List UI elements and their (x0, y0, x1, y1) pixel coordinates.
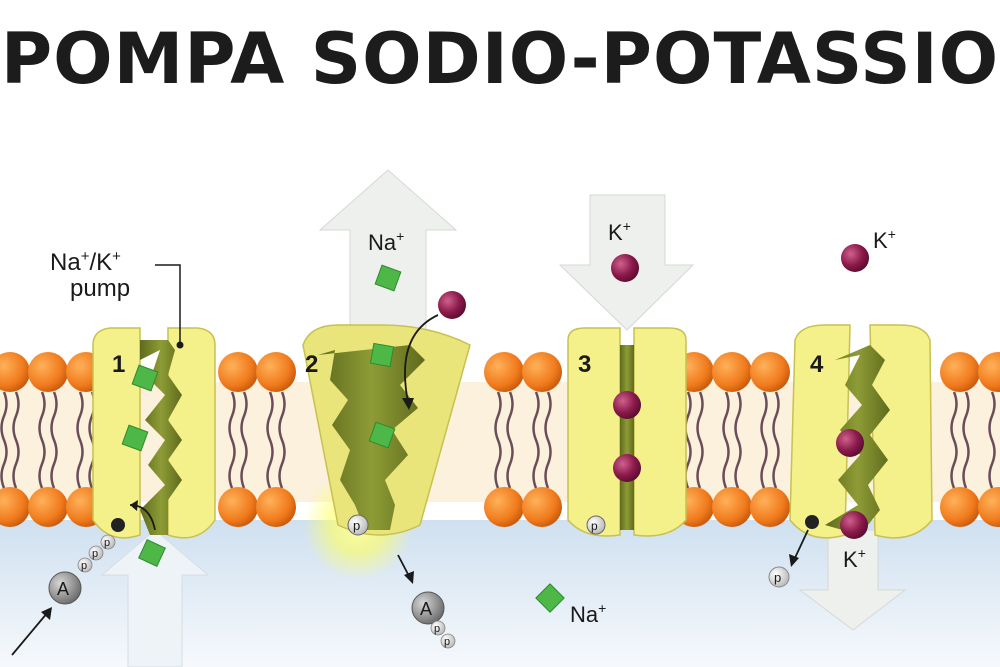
step-number-1: 1 (112, 351, 125, 378)
lipid-head (712, 352, 752, 392)
phosphate-bound: p (586, 515, 606, 535)
lipid-tail (38, 391, 46, 489)
lipid-heads (0, 352, 1000, 527)
lipid-head (940, 487, 980, 527)
arrowhead (41, 607, 52, 620)
lipid-head (0, 487, 30, 527)
lipid-head (0, 352, 30, 392)
svg-text:p: p (774, 570, 781, 585)
pump-label-line1: Na+/K+ (50, 248, 121, 276)
potassium-label-cyto: K+ (843, 545, 866, 572)
lipid-head (750, 352, 790, 392)
lipid-tail (506, 391, 514, 489)
lipid-tail (532, 391, 540, 489)
lipid-tail (722, 391, 730, 489)
lipid-tail (228, 391, 236, 489)
lipid-tails (0, 391, 996, 489)
lipid-head (750, 487, 790, 527)
arrowhead (404, 571, 414, 584)
lipid-tail (988, 391, 996, 489)
sodium-out-arrow (318, 169, 458, 331)
lipid-tail (0, 391, 8, 489)
lipid-head (256, 487, 296, 527)
lipid-head (522, 352, 562, 392)
phosphate-bound: p (347, 514, 369, 536)
page-title: POMPA SODIO-POTASSIO (0, 18, 1000, 100)
lipid-tail (772, 391, 780, 489)
potassium-ion (840, 511, 868, 539)
svg-text:p: p (591, 519, 598, 533)
potassium-ion (438, 291, 466, 319)
lipid-head (218, 487, 258, 527)
lipid-tail (760, 391, 768, 489)
svg-text:p: p (444, 636, 450, 648)
arrowhead (789, 554, 799, 567)
lipid-tail (12, 391, 20, 489)
lipid-head (484, 487, 524, 527)
pump-3 (567, 327, 687, 537)
svg-text:p: p (434, 623, 440, 635)
adp-molecule: A p p (411, 591, 456, 649)
pump-label-dot (176, 341, 184, 349)
potassium-ion (841, 244, 869, 272)
lipid-tail (266, 391, 274, 489)
potassium-ion (611, 254, 639, 282)
phosphate-free: p (768, 566, 790, 588)
arrowhead (130, 500, 138, 511)
lipid-head (484, 352, 524, 392)
arrowhead (402, 398, 414, 410)
binding-site (111, 518, 125, 532)
potassium-label-in: K+ (608, 218, 631, 245)
potassium-release-arrow (798, 529, 907, 631)
lipid-head (28, 487, 68, 527)
lipid-head (712, 487, 752, 527)
potassium-label-extracellular: K+ (873, 226, 896, 253)
binding-site (805, 515, 819, 529)
lipid-tail (50, 391, 58, 489)
svg-text:p: p (92, 548, 98, 560)
phosphate-release-arrow (793, 529, 809, 561)
lipid-tail (962, 391, 970, 489)
lipid-head (28, 352, 68, 392)
lipid-head (978, 352, 1000, 392)
lipid-head (522, 487, 562, 527)
svg-text:p: p (81, 560, 87, 572)
curved-arrow (404, 314, 439, 403)
step-number-4: 4 (810, 351, 824, 378)
sodium-label-cyto: Na+ (570, 600, 606, 627)
lipid-head (218, 352, 258, 392)
lipid-tail (76, 391, 84, 489)
sodium-label-out: Na+ (368, 228, 404, 255)
adenosine-label: A (57, 579, 69, 599)
sodium-in-arrow (100, 529, 210, 667)
pump-1 (92, 327, 216, 539)
lipid-head (940, 352, 980, 392)
lipid-tail (278, 391, 286, 489)
lipid-tail (240, 391, 248, 489)
atp-in-arrow (11, 611, 49, 656)
lipid-head (978, 487, 1000, 527)
potassium-ion (836, 429, 864, 457)
step-number-3: 3 (578, 351, 591, 378)
svg-text:A: A (420, 599, 432, 619)
step-number-2: 2 (305, 351, 318, 378)
svg-text:p: p (353, 518, 360, 533)
lipid-tail (950, 391, 958, 489)
lipid-tail (494, 391, 502, 489)
atp-molecule: A p p p (48, 534, 116, 605)
pump-label-leader (155, 264, 181, 345)
pump-label-line2: pump (70, 275, 130, 302)
svg-text:p: p (104, 537, 110, 549)
lipid-head (256, 352, 296, 392)
potassium-ion (613, 454, 641, 482)
sodium-ion (369, 342, 395, 368)
lipid-tail (696, 391, 704, 489)
lipid-tail (544, 391, 552, 489)
potassium-ion (613, 391, 641, 419)
lipid-tail (734, 391, 742, 489)
